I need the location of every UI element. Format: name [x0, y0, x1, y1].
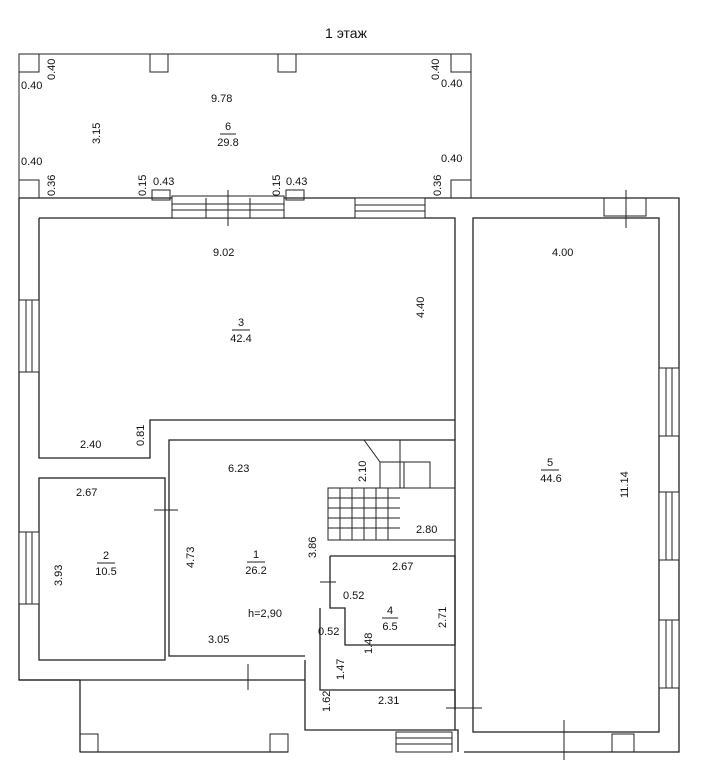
svg-text:3.86: 3.86	[307, 537, 319, 558]
staircase	[327, 439, 456, 541]
svg-text:10.5: 10.5	[95, 566, 116, 578]
svg-text:42.4: 42.4	[230, 333, 251, 345]
svg-text:11.14: 11.14	[619, 471, 631, 498]
room-dimensions: 9.02 4.40 2.40 0.81 4.00 11.14 2.67 3.93…	[53, 247, 631, 712]
svg-text:5: 5	[547, 457, 553, 469]
room-label-4: 4 6.5	[382, 605, 398, 633]
svg-text:6.23: 6.23	[228, 463, 249, 475]
svg-text:0.15: 0.15	[137, 175, 149, 196]
svg-text:4.40: 4.40	[415, 297, 427, 318]
door-marks	[154, 190, 627, 760]
svg-text:9.78: 9.78	[211, 93, 232, 105]
svg-text:2.71: 2.71	[437, 607, 449, 628]
svg-text:1.47: 1.47	[335, 659, 347, 680]
hall-walls	[319, 608, 456, 753]
svg-text:29.8: 29.8	[217, 137, 238, 149]
svg-text:0.40: 0.40	[441, 78, 462, 90]
svg-text:2.67: 2.67	[392, 561, 413, 573]
svg-text:9.02: 9.02	[213, 247, 234, 259]
svg-text:0.40: 0.40	[441, 153, 462, 165]
svg-text:3.15: 3.15	[91, 123, 103, 144]
svg-text:3.05: 3.05	[208, 634, 229, 646]
svg-text:1: 1	[253, 549, 259, 561]
svg-text:2.40: 2.40	[80, 439, 101, 451]
room-label-2: 2 10.5	[95, 550, 116, 578]
svg-text:44.6: 44.6	[540, 473, 561, 485]
svg-text:2.67: 2.67	[76, 487, 97, 499]
svg-text:2: 2	[103, 550, 109, 562]
floor-title: 1 этаж	[325, 25, 368, 41]
svg-text:26.2: 26.2	[245, 565, 266, 577]
svg-text:0.43: 0.43	[286, 176, 307, 188]
svg-text:6.5: 6.5	[382, 621, 397, 633]
svg-text:4.00: 4.00	[552, 247, 573, 259]
room-label-6: 6 29.8	[217, 121, 238, 149]
svg-text:6: 6	[225, 121, 231, 133]
svg-text:0.40: 0.40	[21, 80, 42, 92]
exterior-walls	[18, 197, 680, 753]
svg-text:3: 3	[238, 317, 244, 329]
svg-text:2.10: 2.10	[357, 461, 369, 482]
room-4-walls	[320, 555, 456, 646]
svg-text:1.62: 1.62	[321, 691, 333, 712]
svg-text:0.52: 0.52	[343, 590, 364, 602]
room-label-5: 5 44.6	[540, 457, 561, 485]
svg-text:0.36: 0.36	[432, 175, 444, 196]
svg-text:4.73: 4.73	[185, 547, 197, 568]
svg-text:0.15: 0.15	[271, 175, 283, 196]
svg-text:2.80: 2.80	[416, 524, 437, 536]
svg-text:2.31: 2.31	[378, 695, 399, 707]
svg-text:4: 4	[387, 605, 393, 617]
svg-text:0.40: 0.40	[46, 59, 58, 80]
room-label-1: 1 26.2	[245, 549, 266, 577]
svg-text:3.93: 3.93	[53, 565, 65, 586]
svg-text:0.36: 0.36	[46, 175, 58, 196]
room-1-walls	[168, 439, 456, 710]
terrace-outline	[18, 53, 472, 201]
svg-text:0.52: 0.52	[318, 626, 339, 638]
svg-text:0.81: 0.81	[135, 425, 147, 446]
windows	[18, 195, 680, 689]
svg-text:1.48: 1.48	[363, 633, 375, 654]
ceiling-height: h=2,90	[248, 608, 282, 620]
terrace-dimensions: 9.78 3.15 0.40 0.40 0.40 0.40 0.40 0.40 …	[21, 59, 462, 196]
room-5-walls	[472, 217, 660, 733]
room-label-3: 3 42.4	[230, 317, 251, 345]
svg-text:0.43: 0.43	[153, 176, 174, 188]
svg-text:0.40: 0.40	[430, 59, 442, 80]
svg-text:0.40: 0.40	[21, 156, 42, 168]
